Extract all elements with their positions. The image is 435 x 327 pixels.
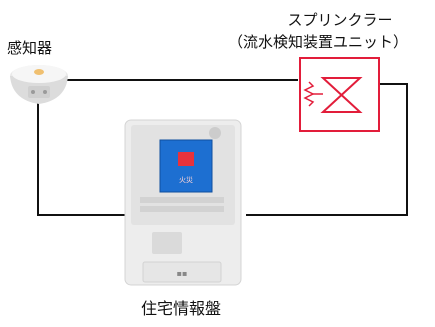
flow-spring-icon <box>303 81 315 107</box>
detector-label: 感知器 <box>7 39 53 57</box>
wiring <box>37 79 408 216</box>
sprinkler-frame <box>299 57 380 132</box>
wire-left <box>37 100 142 216</box>
info-panel-device: ▪▪ <box>124 119 242 286</box>
sprinkler-label-line2: （流水検知装置ユニット） <box>228 33 409 51</box>
wire-right <box>246 83 408 216</box>
alert-icon <box>178 152 194 166</box>
panel-label: 住宅情報盤 <box>141 299 222 318</box>
detector-device <box>10 65 68 104</box>
panel-screen-caption: 火災 <box>179 176 193 184</box>
sprinkler-symbol <box>299 57 380 132</box>
valve-bowtie-icon <box>320 77 363 113</box>
sprinkler-label-line1: スプリンクラー <box>287 11 393 29</box>
panel-button-label: ▪▪ <box>177 269 188 278</box>
